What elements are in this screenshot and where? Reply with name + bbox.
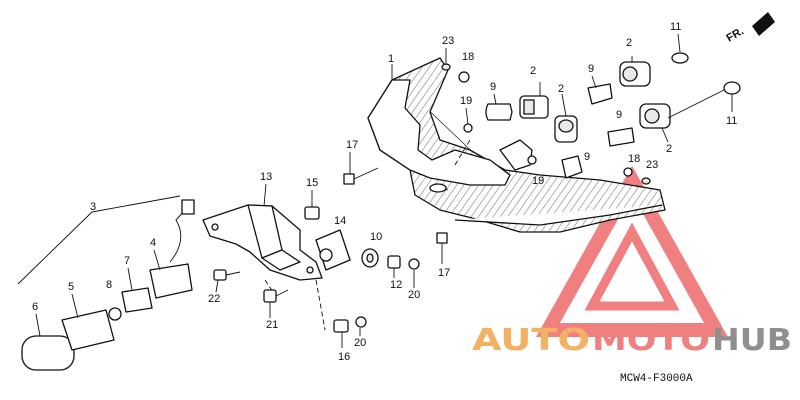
socket-4 (149, 263, 193, 299)
license-bracket (202, 204, 326, 331)
collar-10 (361, 248, 379, 268)
callout-20a: 20 (408, 289, 420, 301)
screw-23a (441, 63, 451, 71)
grommet-11b (667, 81, 741, 119)
housing-5 (61, 309, 115, 351)
bulb-8 (108, 307, 122, 321)
watermark-part1: AUTO (472, 323, 590, 358)
rear-fender-undertray (367, 57, 666, 233)
callout-2b: 2 (558, 83, 564, 95)
lens-6 (21, 335, 75, 371)
callout-15: 15 (306, 177, 318, 189)
grommet-11a (671, 52, 689, 64)
bolt-21 (263, 289, 289, 303)
clip-17b (436, 232, 448, 244)
callout-21: 21 (266, 319, 278, 331)
callout-2d: 2 (666, 143, 672, 155)
license-light-group (17, 195, 195, 371)
bulb-9b (587, 83, 613, 105)
nut-20b (355, 316, 367, 328)
callout-13: 13 (260, 171, 272, 183)
callout-18b: 18 (628, 153, 640, 165)
callout-11b: 11 (726, 115, 737, 127)
front-direction-arrow: FR. (725, 12, 775, 45)
callouts: 1 2 2 2 2 3 4 5 6 7 8 9 9 9 9 10 11 11 1… (32, 21, 737, 363)
callout-2a: 2 (530, 65, 536, 77)
bulb-9d (607, 127, 635, 147)
bulb-socket-2d (639, 103, 671, 129)
callout-5: 5 (68, 281, 74, 293)
callout-2c: 2 (626, 37, 632, 49)
clip-17a (343, 167, 379, 185)
callout-14: 14 (334, 215, 346, 227)
callout-19a: 19 (460, 95, 472, 107)
bolt-16 (333, 319, 349, 333)
callout-9c: 9 (584, 151, 590, 163)
bulb-socket-2c (619, 56, 651, 87)
watermark-part3: HUB (712, 323, 792, 358)
callout-9d: 9 (616, 109, 622, 121)
callout-22: 22 (208, 293, 220, 305)
callout-9a: 9 (490, 81, 496, 93)
bulb-9a (485, 103, 513, 121)
callout-20b: 20 (354, 337, 366, 349)
bolt-19b (527, 155, 537, 165)
callout-1: 1 (388, 53, 394, 65)
bulb-socket-2b (554, 115, 578, 143)
callout-10: 10 (370, 231, 382, 243)
bolt-12 (387, 255, 401, 269)
screw-23b (641, 177, 651, 185)
callout-6: 6 (32, 301, 38, 313)
callout-19b: 19 (532, 175, 544, 187)
callout-16: 16 (338, 351, 350, 363)
callout-18a: 18 (462, 51, 474, 63)
diagram-code: MCW4-F3000A (620, 373, 693, 385)
direction-label: FR. (725, 25, 746, 44)
callout-3: 3 (90, 201, 96, 213)
watermark-text: AUTO MOTO HUB (472, 323, 792, 358)
callout-9b: 9 (588, 63, 594, 75)
watermark-part2: MOTO (592, 323, 710, 358)
callout-11a: 11 (670, 21, 681, 33)
callout-8: 8 (106, 279, 112, 291)
nut-18b (623, 167, 633, 177)
bulb-socket-2a (519, 82, 549, 119)
watermark-triangle (536, 165, 728, 337)
bolt-15 (304, 206, 320, 220)
callout-7: 7 (124, 255, 130, 267)
callout-12: 12 (390, 279, 402, 291)
gasket-7 (121, 287, 153, 313)
callout-23a: 23 (442, 35, 454, 47)
bulb-9c (561, 155, 583, 179)
callout-4: 4 (150, 237, 156, 249)
callout-17b: 17 (438, 267, 450, 279)
callout-23b: 23 (646, 159, 658, 171)
nut-18a (458, 71, 470, 83)
nut-20a (408, 258, 420, 270)
bolt-19a (463, 123, 473, 133)
rubber-mount-14 (315, 229, 351, 271)
callout-17a: 17 (346, 139, 358, 151)
bolt-22 (213, 269, 241, 281)
